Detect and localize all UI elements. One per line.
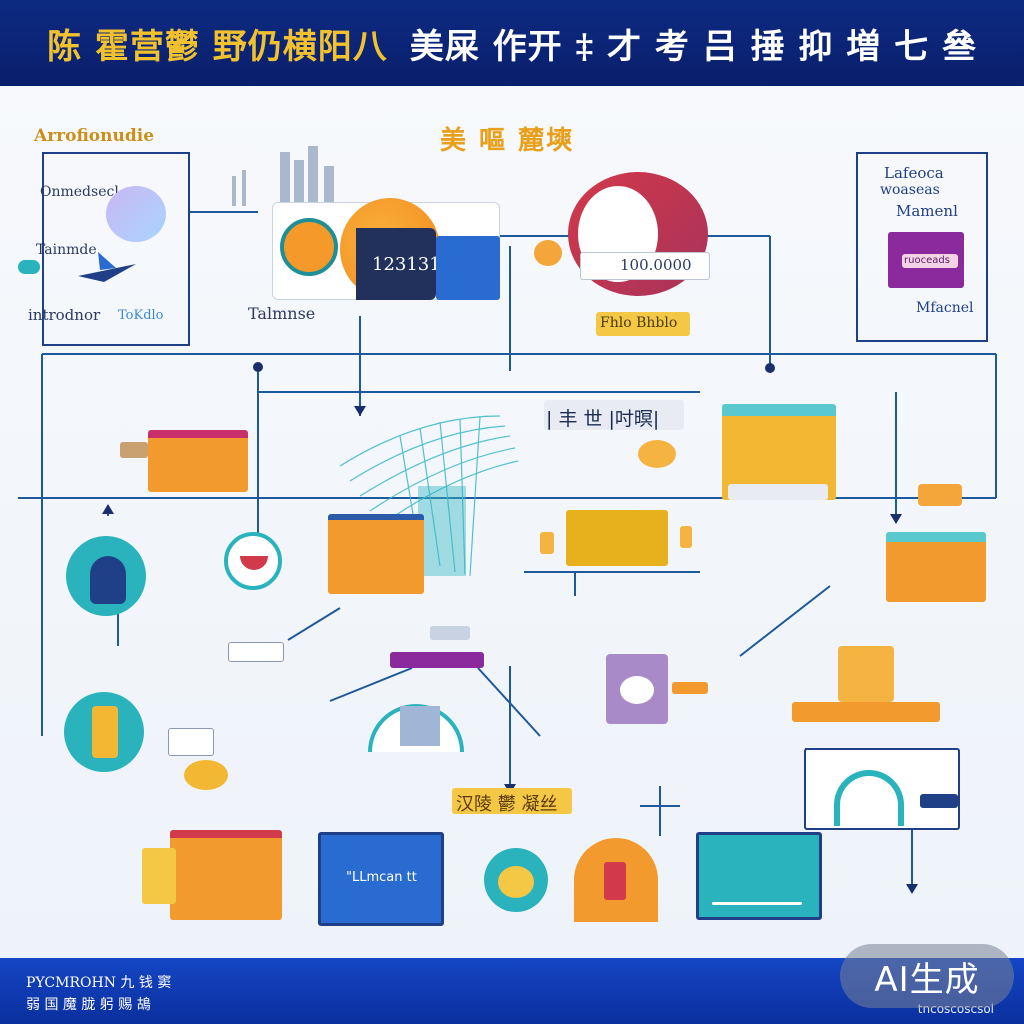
summary-amount: 123131 <box>372 254 441 275</box>
blue-card-text: "LLmcan tt <box>346 870 417 885</box>
gold-card[interactable] <box>566 510 668 566</box>
fish-icon <box>638 440 676 468</box>
purple-bar <box>390 652 484 668</box>
orange-platform <box>792 702 940 722</box>
header-bar: 陈 霍营鬱 野仍横阳八美屎 作开 ‡ 才 考 吕 捶 抑 増 七 叄 <box>0 0 1024 86</box>
blob-icon <box>106 186 166 242</box>
barcode-icon <box>228 642 284 662</box>
shield-figure <box>92 706 118 758</box>
toggle-icon <box>18 260 40 274</box>
book-icon <box>120 442 148 458</box>
connector-lines <box>18 211 997 894</box>
summary-dark-panel <box>356 228 436 300</box>
arch-icon <box>368 704 464 753</box>
bottom-note-icon <box>142 848 176 904</box>
bottom-tag-bg <box>452 788 572 814</box>
orange-card-1[interactable] <box>148 430 248 492</box>
arch-gate-icon <box>834 770 904 826</box>
right-head-3: Mamenl <box>896 202 958 220</box>
circle-amount: 100.0000 <box>620 256 692 274</box>
arch-badge <box>920 794 958 808</box>
top-right-panel <box>856 152 988 342</box>
mid-tag: | 丰 世 |吋暝| <box>546 408 660 430</box>
person-figure <box>90 556 126 604</box>
footer-line-2: 弱 国 魔 胧 躬 赐 鴣 <box>26 997 151 1013</box>
orange-card-3[interactable] <box>886 532 986 602</box>
gold-tag-bg <box>596 312 690 336</box>
globe-base <box>240 556 268 570</box>
diagram-canvas: Arrofionudie Onmedsecl Tainmde introdnor… <box>0 86 1024 958</box>
bottom-blue-card[interactable] <box>318 832 444 926</box>
top-left-heading: Arrofionudie <box>34 126 155 146</box>
duck-body <box>498 866 534 898</box>
right-pill-bg <box>902 254 958 268</box>
bottom-teal-card[interactable] <box>696 832 822 920</box>
bottom-tag: 汉陵 鬱 凝丝 <box>456 794 558 815</box>
orange-card-2[interactable] <box>328 514 424 594</box>
bar-chart-icon <box>232 146 334 206</box>
mid-tag-bg <box>544 400 684 430</box>
right-pill: ruoceads <box>904 255 950 266</box>
left-item-3b: ToKdlo <box>118 308 164 323</box>
heart-icon <box>534 240 562 266</box>
dome-door <box>604 862 626 900</box>
page-title: 陈 霍营鬱 野仍横阳八美屎 作开 ‡ 才 考 吕 捶 抑 増 七 叄 <box>47 19 977 68</box>
plane-icon <box>78 252 136 282</box>
top-left-panel <box>42 152 190 346</box>
amount-field <box>580 252 710 280</box>
right-caption: Mfacnel <box>916 300 974 316</box>
printer-lens <box>620 676 654 704</box>
left-item-2: Tainmde <box>36 242 97 258</box>
bottom-orange-card[interactable] <box>170 830 282 920</box>
right-head-1: Lafeoca <box>884 164 944 182</box>
folder-icon <box>430 626 470 640</box>
footer-line-1: PYCMROHN 九 钱 窦 <box>26 975 172 991</box>
teal-card-line <box>712 902 802 905</box>
title-part-1: 陈 霍营鬱 野仍横阳八 <box>47 26 388 67</box>
summary-caption: Talmnse <box>248 304 316 323</box>
small-tab-icon <box>540 532 554 554</box>
left-item-3: introdnor <box>28 306 101 324</box>
right-head-2: woaseas <box>880 182 940 198</box>
printer-slot <box>672 682 708 694</box>
money-icon <box>184 760 228 790</box>
small-tab-icon-2 <box>680 526 692 548</box>
shelf-icon <box>838 646 894 702</box>
cloud-icon <box>918 484 962 506</box>
coin-icon <box>280 218 338 276</box>
tree-icon <box>436 236 500 300</box>
title-part-2: 美屎 作开 ‡ 才 考 吕 捶 抑 増 七 叄 <box>409 26 977 67</box>
top-center-tag: 美 嘔 麓塽 <box>440 126 575 156</box>
ai-watermark: AI生成 <box>840 944 1014 1008</box>
dashboard-footer <box>728 484 828 500</box>
left-item-1: Onmedsecl <box>40 184 119 200</box>
document-icon <box>168 728 214 756</box>
gold-tag: Fhlo Bhblo <box>600 315 678 331</box>
